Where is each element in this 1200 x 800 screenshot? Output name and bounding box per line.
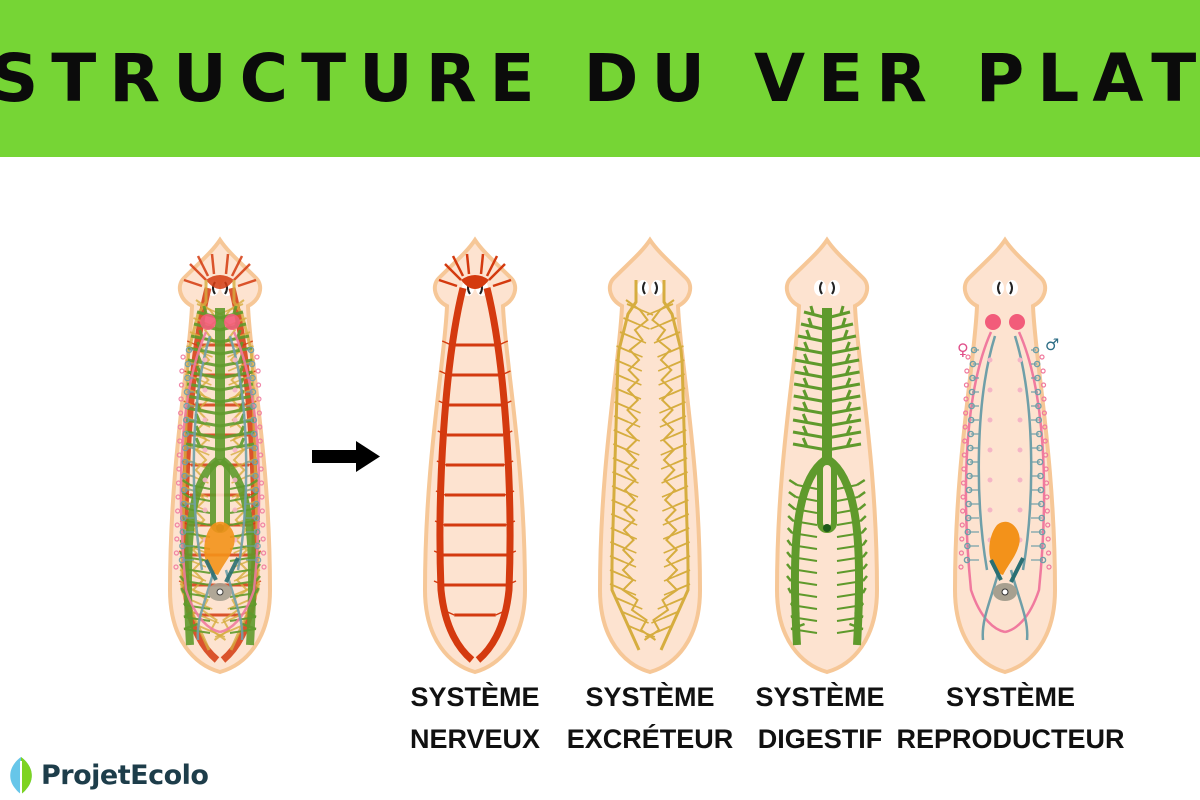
digestive-system-worm	[775, 238, 879, 674]
nervous-system-worm	[423, 238, 527, 674]
combined-reproductive-layer	[173, 314, 267, 641]
logo-text: ProjetEcolo	[41, 759, 209, 791]
female-symbol: ♀	[957, 340, 969, 359]
page-title: STRUCTURE DU VER PLAT	[0, 40, 1200, 117]
arrow-icon	[312, 441, 380, 472]
male-symbol: ♂	[1045, 335, 1059, 354]
projetecolo-logo: ProjetEcolo	[6, 755, 209, 795]
reproductive-system-worm: ♀ ♂	[953, 238, 1059, 674]
title-banner: STRUCTURE DU VER PLAT	[0, 0, 1200, 157]
excretory-system-worm	[598, 238, 702, 674]
combined-flatworm	[168, 238, 272, 674]
leaf-logo-icon	[10, 757, 32, 794]
